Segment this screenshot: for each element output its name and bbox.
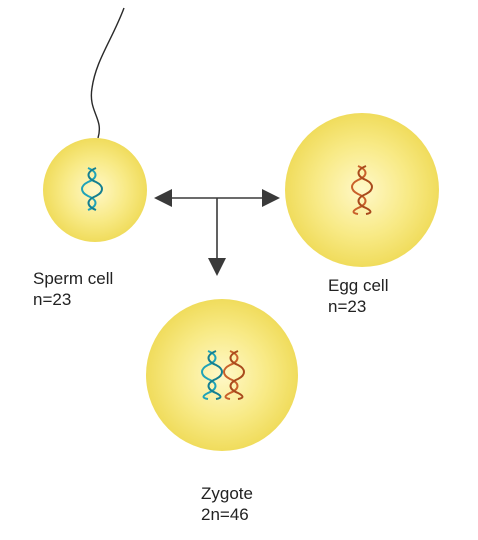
- egg-cell-body: [285, 113, 439, 267]
- sperm-cell-chromosomes: n=23: [33, 290, 72, 309]
- sperm-cell-name: Sperm cell: [33, 269, 114, 288]
- egg-cell-label: Egg cell n=23: [328, 275, 388, 317]
- egg-cell-chromosomes: n=23: [328, 297, 367, 316]
- egg-cell-name: Egg cell: [328, 276, 389, 295]
- zygote-chromosomes: 2n=46: [201, 505, 249, 524]
- sperm-cell-body: [43, 138, 147, 242]
- egg-dna-helix-icon: [351, 165, 373, 215]
- zygote-label: Zygote 2n=46: [201, 483, 253, 525]
- zygote-maternal-dna-helix-icon: [223, 350, 245, 400]
- t-junction-arrows-icon: [154, 189, 280, 276]
- zygote-name: Zygote: [201, 484, 253, 503]
- arrow-down-icon: [208, 258, 226, 276]
- zygote-paternal-dna-helix-icon: [201, 350, 223, 400]
- arrow-right-icon: [262, 189, 280, 207]
- arrow-left-icon: [154, 189, 172, 207]
- sperm-dna-helix-icon: [81, 167, 103, 211]
- sperm-cell-label: Sperm cell n=23: [33, 268, 113, 310]
- flagellum-icon: [90, 7, 125, 139]
